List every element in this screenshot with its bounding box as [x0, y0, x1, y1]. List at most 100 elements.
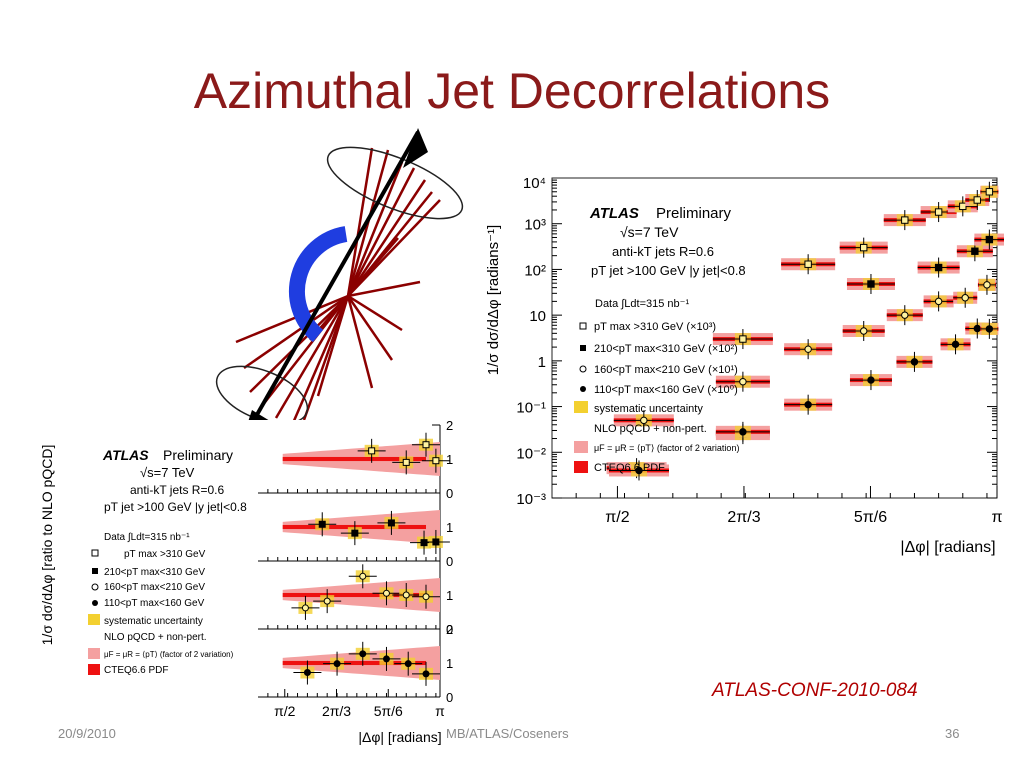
- jet-cone-top: [326, 146, 464, 220]
- slide-title: Azimuthal Jet Decorrelations: [193, 63, 831, 119]
- left-swatch-nlo: [88, 648, 100, 659]
- left-data-point: [368, 447, 376, 455]
- right-data-point: [640, 416, 648, 425]
- left-legend-cuts: pT jet >100 GeV |y jet|<0.8: [104, 500, 247, 514]
- left-y-tick-label: 0: [446, 486, 453, 501]
- left-legend-entry-8: CTEQ6.6 PDF: [104, 665, 168, 676]
- left-x-tick-label: π/2: [274, 703, 296, 719]
- left-data-point: [420, 539, 428, 547]
- jet-axis: [236, 131, 420, 449]
- left-marker-open-circle: [91, 583, 99, 591]
- right-y-tick-label: 10⁴: [523, 175, 546, 192]
- left-y-tick-label: 1: [446, 588, 453, 603]
- left-legend-entry-3: 160<pT max<210 GeV: [104, 582, 205, 593]
- right-legend-jets: anti-kT jets R=0.6: [612, 244, 714, 259]
- right-xlabel: |Δφ| [radians]: [900, 539, 995, 556]
- right-ylabel: 1/σ dσ/dΔφ [radians⁻¹]: [485, 225, 502, 375]
- left-data-point: [301, 604, 309, 612]
- right-data-point: [901, 216, 909, 224]
- jet-arrow-top: [403, 128, 428, 168]
- right-y-tick-label: 10²: [524, 262, 546, 279]
- right-legend-entry-4: 110<pT max<160 GeV (×10⁰): [594, 384, 738, 396]
- right-x-tick-label: π: [991, 509, 1002, 526]
- left-data-point: [333, 660, 341, 668]
- left-y-tick-label: 2: [446, 420, 453, 433]
- right-y-tick-label: 10⁻²: [516, 445, 546, 462]
- left-marker-filled-circle: [92, 600, 98, 606]
- right-legend-entry-3: 160<pT max<210 GeV (×10¹): [594, 364, 738, 376]
- left-x-tick-label: π: [435, 703, 445, 719]
- right-data-point: [961, 294, 969, 302]
- left-legend-jets: anti-kT jets R=0.6: [130, 483, 224, 497]
- left-y-tick-label: 2: [446, 622, 453, 637]
- left-marker-filled-square: [92, 568, 98, 574]
- right-legend-entry-5: systematic uncertainty: [594, 403, 703, 415]
- right-legend-data: Data ∫Ldt=315 nb⁻¹: [595, 298, 689, 310]
- left-data-point: [432, 538, 440, 546]
- left-data-point: [359, 650, 367, 658]
- right-data-point: [635, 466, 643, 475]
- footer-author: MB/ATLAS/Coseners: [446, 726, 569, 741]
- right-series: [606, 181, 1004, 481]
- left-swatch-systematic: [88, 614, 100, 625]
- right-data-point: [951, 340, 960, 349]
- left-pdf-band: [282, 456, 427, 462]
- left-legend-entry-5: systematic uncertainty: [104, 616, 203, 627]
- left-data-point: [422, 593, 430, 601]
- legend-swatch-systematic: [574, 401, 588, 413]
- right-plot-frame: [551, 177, 998, 499]
- right-data-point: [901, 311, 909, 319]
- right-data-point: [910, 358, 919, 366]
- left-legend-entry-1: pT max >310 GeV: [124, 549, 206, 560]
- left-legend-energy: √s=7 TeV: [140, 465, 195, 480]
- left-data-point: [402, 591, 410, 599]
- right-data-point: [959, 202, 967, 211]
- right-y-tick-label: 10: [529, 308, 546, 325]
- right-legend-entry-8: CTEQ6.6 PDF: [594, 462, 665, 474]
- left-pdf-band: [282, 592, 427, 598]
- right-data-point: [739, 377, 747, 386]
- right-y-tick-label: 10⁻³: [516, 491, 546, 508]
- right-data-point: [860, 327, 868, 335]
- right-legend-entry-7: μF = μR = ⟨pT⟩ (factor of 2 variation): [594, 443, 739, 453]
- left-data-point: [303, 669, 311, 677]
- right-data-point: [867, 280, 875, 288]
- right-data-point: [985, 235, 994, 244]
- left-x-tick-label: 5π/6: [374, 703, 403, 719]
- left-legend-entry-2: 210<pT max<310 GeV: [104, 567, 205, 578]
- legend-marker-open-circle: [579, 365, 587, 373]
- legend-marker-open-square: [579, 322, 587, 330]
- left-data-point: [351, 529, 359, 537]
- left-y-tick-label: 1: [446, 452, 453, 467]
- left-marker-open-square: [91, 549, 99, 557]
- left-xlabel: |Δφ| [radians]: [358, 729, 441, 745]
- delta-phi-arc: [288, 226, 348, 343]
- right-legend: ATLAS Preliminary √s=7 TeV anti-kT jets …: [574, 205, 746, 474]
- right-data-point: [985, 325, 994, 333]
- left-y-tick-label: 1: [446, 520, 453, 535]
- left-legend-atlas: ATLAS: [102, 447, 149, 463]
- right-x-tick-label: π/2: [605, 509, 629, 526]
- left-data-point: [432, 457, 440, 465]
- legend-swatch-nlo: [574, 441, 588, 453]
- right-data-point: [804, 345, 812, 353]
- legend-swatch-cteq: [574, 461, 588, 473]
- left-x-tick-label: 2π/3: [322, 703, 351, 719]
- left-data-point: [323, 597, 331, 605]
- left-data-point: [382, 655, 390, 663]
- right-data-point: [983, 281, 991, 289]
- left-legend-preliminary: Preliminary: [163, 447, 233, 463]
- right-legend-preliminary: Preliminary: [656, 205, 732, 222]
- left-legend-data: Data ∫Ldt=315 nb⁻¹: [104, 532, 190, 543]
- right-data-point: [985, 188, 994, 196]
- right-data-point: [934, 208, 943, 216]
- right-legend-entry-1: pT max >310 GeV (×10³): [594, 321, 716, 333]
- left-data-point: [318, 520, 326, 528]
- right-data-point: [860, 243, 868, 252]
